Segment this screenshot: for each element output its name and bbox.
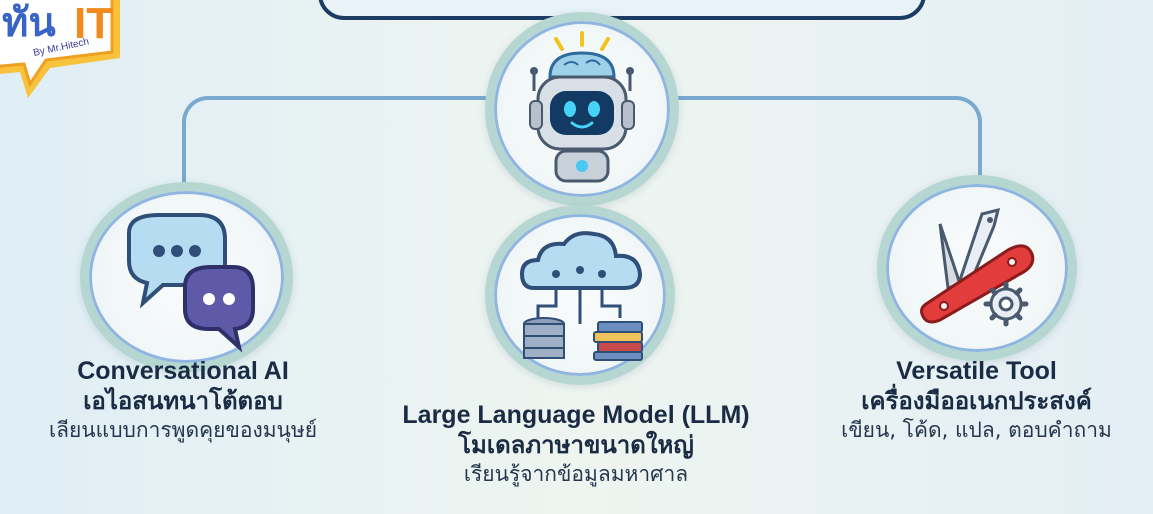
versatile-subtitle: เขียน, โค้ด, แปล, ตอบคำถาม (841, 418, 1112, 442)
llm-subtitle: เรียนรู้จากข้อมูลมหาศาล (463, 462, 689, 486)
connector-left (182, 96, 516, 196)
llm-label: Large Language Model (LLM) โมเดลภาษาขนาด… (356, 400, 796, 488)
versatile-title-th: เครื่องมืออเนกประสงค์ (861, 387, 1092, 415)
cloud-database-books-icon (519, 231, 643, 361)
conversational-title-en: Conversational AI (77, 357, 289, 385)
robot-node (485, 12, 679, 206)
versatile-node (877, 175, 1077, 361)
chat-bubbles-icon (127, 213, 255, 353)
title-capsule (318, 0, 926, 20)
swiss-army-knife-icon (920, 207, 1035, 327)
svg-text:IT: IT (74, 0, 113, 48)
conversational-label: Conversational AI เอไอสนทนาโต้ตอบ เลียนแ… (0, 356, 366, 444)
llm-title-en: Large Language Model (LLM) (402, 401, 750, 429)
brand-logo: ทัน IT By Mr.Hitech (0, 0, 130, 100)
svg-text:ทัน: ทัน (2, 1, 56, 45)
versatile-title-en: Versatile Tool (896, 357, 1057, 385)
llm-title-th: โมเดลภาษาขนาดใหญ่ (458, 431, 694, 459)
versatile-label: Versatile Tool เครื่องมืออเนกประสงค์ เขี… (800, 356, 1153, 444)
conversational-node (80, 182, 293, 372)
robot-icon (529, 31, 635, 183)
conversational-title-th: เอไอสนทนาโต้ตอบ (83, 387, 283, 415)
conversational-subtitle: เลียนแบบการพูดคุยของมนุษย์ (48, 418, 318, 442)
llm-node (485, 205, 675, 385)
connector-right (660, 96, 982, 196)
